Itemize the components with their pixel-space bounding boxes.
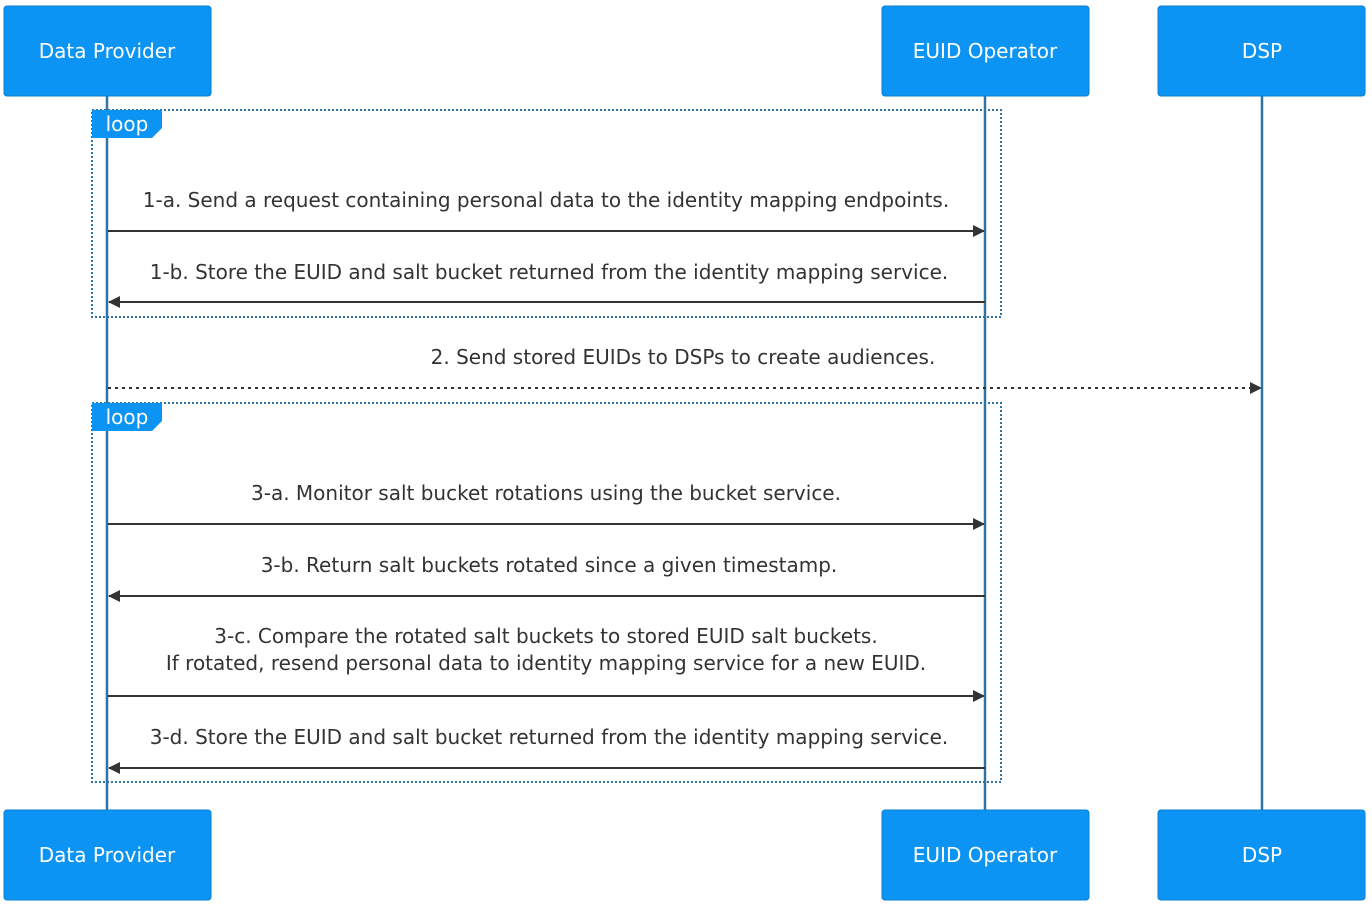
actor-euid-operator-bottom-label: EUID Operator [913, 843, 1058, 867]
loop-frame-1-border [91, 109, 1002, 318]
message-3b: 3-b. Return salt buckets rotated since a… [108, 553, 985, 602]
actor-dsp-bottom-box [1157, 809, 1366, 901]
message-3b-text: 3-b. Return salt buckets rotated since a… [261, 553, 838, 577]
message-1b: 1-b. Store the EUID and salt bucket retu… [108, 260, 985, 308]
actor-euid-operator-bottom-box [881, 809, 1090, 901]
message-1a-text: 1-a. Send a request containing personal … [143, 188, 949, 212]
actor-data-provider-bottom-label: Data Provider [39, 843, 176, 867]
message-2-text: 2. Send stored EUIDs to DSPs to create a… [431, 345, 936, 369]
actor-euid-operator-top-box [881, 5, 1090, 97]
actor-data-provider-top-label: Data Provider [39, 39, 176, 63]
loop-frame-2: loop [91, 402, 1002, 783]
actor-euid-operator-bottom: EUID Operator [881, 809, 1090, 901]
message-1b-text: 1-b. Store the EUID and salt bucket retu… [150, 260, 949, 284]
message-3a-text: 3-a. Monitor salt bucket rotations using… [251, 481, 841, 505]
message-1a: 1-a. Send a request containing personal … [108, 188, 985, 237]
message-3c: 3-c. Compare the rotated salt buckets to… [108, 624, 985, 702]
actor-data-provider-bottom-box [3, 809, 212, 901]
actor-data-provider-top: Data Provider [3, 5, 212, 97]
loop-frame-1-label: loop [106, 112, 149, 136]
loop-frame-1-tag [92, 110, 162, 138]
message-3d-text: 3-d. Store the EUID and salt bucket retu… [150, 725, 949, 749]
actor-data-provider-top-box [3, 5, 212, 97]
actor-dsp-bottom-label: DSP [1242, 843, 1282, 867]
actor-dsp-top: DSP [1157, 5, 1366, 97]
message-3c-text-line-1: 3-c. Compare the rotated salt buckets to… [214, 624, 877, 648]
message-3d: 3-d. Store the EUID and salt bucket retu… [108, 725, 985, 774]
actor-euid-operator-top: EUID Operator [881, 5, 1090, 97]
actor-dsp-top-label: DSP [1242, 39, 1282, 63]
message-3c-text-line-2: If rotated, resend personal data to iden… [166, 651, 926, 675]
loop-frame-2-label: loop [106, 405, 149, 429]
loop-frame-1: loop [91, 109, 1002, 318]
actor-data-provider-bottom: Data Provider [3, 809, 212, 901]
actor-dsp-top-box [1157, 5, 1366, 97]
message-2: 2. Send stored EUIDs to DSPs to create a… [108, 345, 1262, 394]
actor-dsp-bottom: DSP [1157, 809, 1366, 901]
message-3a: 3-a. Monitor salt bucket rotations using… [108, 481, 985, 530]
loop-frame-2-tag [92, 403, 162, 431]
actor-euid-operator-top-label: EUID Operator [913, 39, 1058, 63]
